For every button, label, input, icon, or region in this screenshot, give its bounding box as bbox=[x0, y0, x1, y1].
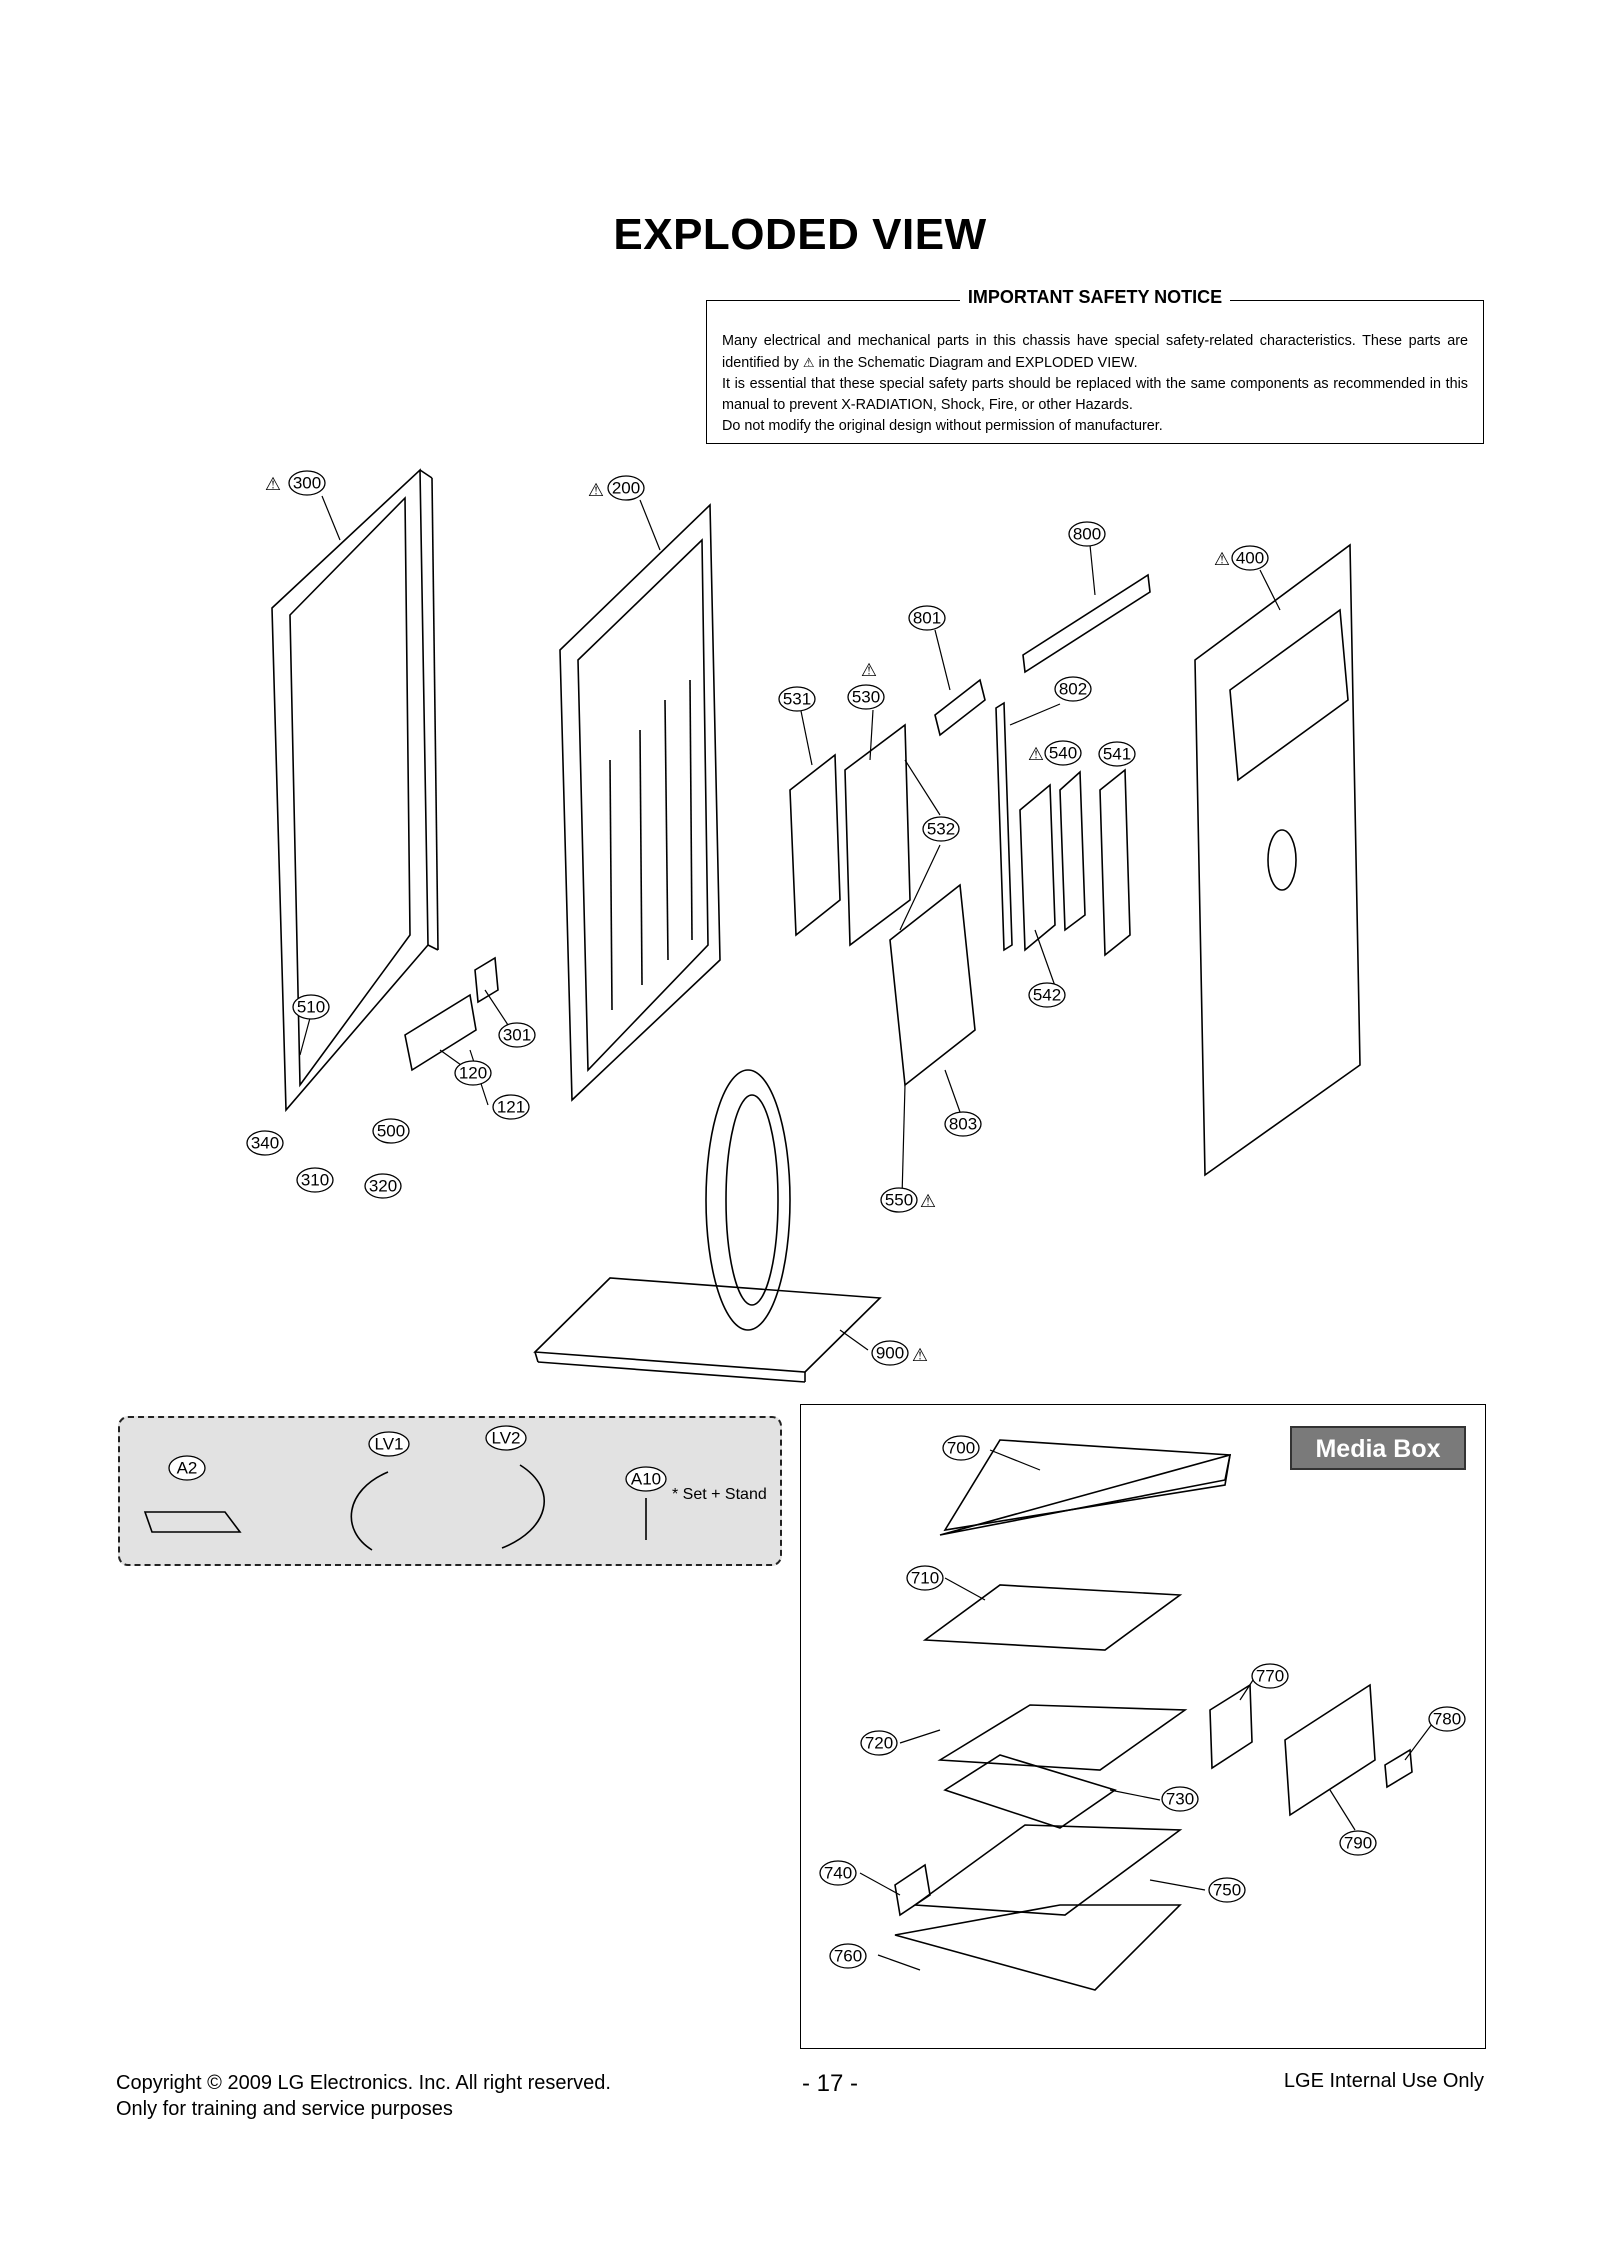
callout-542-text: 542 bbox=[1033, 986, 1061, 1005]
board-531-drawing bbox=[789, 753, 841, 937]
board-301-drawing bbox=[474, 956, 499, 1004]
callout-120-text: 120 bbox=[459, 1064, 487, 1083]
part-801-drawing bbox=[934, 678, 986, 737]
media-box-panel bbox=[800, 1404, 1486, 2049]
notice-line1-tail: in the Schematic Diagram and EXPLODED VI… bbox=[818, 355, 1138, 371]
warning-icon: ⚠ bbox=[588, 480, 604, 500]
callout-801-text: 801 bbox=[913, 609, 941, 628]
callout-532-text: 532 bbox=[927, 820, 955, 839]
accessory-panel bbox=[118, 1416, 782, 1566]
callout-500-text: 500 bbox=[377, 1122, 405, 1141]
warning-icon: ⚠ bbox=[1028, 744, 1044, 764]
warning-icon: ⚠ bbox=[265, 474, 281, 494]
notice-line2: It is essential that these special safet… bbox=[722, 376, 1468, 413]
warning-icon: ⚠ bbox=[920, 1191, 936, 1211]
callout-531: 531 bbox=[778, 686, 816, 712]
bracket-800-drawing bbox=[1022, 573, 1151, 674]
stand-900-drawing bbox=[533, 1069, 882, 1383]
callout-800: 800 bbox=[1068, 521, 1106, 547]
callout-121: 121 bbox=[492, 1094, 530, 1120]
callout-900: 900 bbox=[871, 1340, 909, 1366]
callout-802-text: 802 bbox=[1059, 680, 1087, 699]
callout-803: 803 bbox=[944, 1111, 982, 1137]
safety-warning-marks: ⚠ ⚠ ⚠ ⚠ ⚠ ⚠ ⚠ bbox=[265, 474, 1230, 1365]
warning-icon: ⚠ bbox=[861, 660, 877, 680]
notice-line3: Do not modify the original design withou… bbox=[722, 418, 1163, 434]
callout-200: 200 bbox=[607, 475, 645, 501]
callout-510-text: 510 bbox=[297, 998, 325, 1017]
callout-301: 301 bbox=[498, 1022, 536, 1048]
part-802-drawing bbox=[995, 701, 1013, 952]
notice-line1: Many electrical and mechanical parts in … bbox=[722, 333, 1468, 371]
callout-530: 530 bbox=[847, 684, 885, 710]
part-540b-drawing bbox=[1059, 770, 1086, 932]
safety-notice-body: Many electrical and mechanical parts in … bbox=[722, 331, 1468, 437]
callout-120: 120 bbox=[454, 1060, 492, 1086]
callout-550-text: 550 bbox=[885, 1191, 913, 1210]
footer-training-note: Only for training and service purposes bbox=[116, 2098, 453, 2120]
copyright-year: 2009 bbox=[227, 2072, 272, 2094]
callout-301-text: 301 bbox=[503, 1026, 531, 1045]
stand-bracket-803-drawing bbox=[889, 883, 976, 1087]
callout-310-text: 310 bbox=[301, 1171, 329, 1190]
callout-532: 532 bbox=[922, 816, 960, 842]
callout-500: 500 bbox=[372, 1118, 410, 1144]
callout-803-text: 803 bbox=[949, 1115, 977, 1134]
back-cover-drawing bbox=[1194, 543, 1361, 1177]
media-box-label: Media Box bbox=[1290, 1426, 1466, 1470]
callout-541: 541 bbox=[1098, 741, 1136, 767]
callout-320: 320 bbox=[364, 1173, 402, 1199]
callout-550: 550 bbox=[880, 1187, 918, 1213]
chassis-frame-drawing bbox=[559, 503, 721, 1102]
board-540-drawing bbox=[1019, 783, 1056, 952]
callout-800-text: 800 bbox=[1073, 525, 1101, 544]
callout-530-text: 530 bbox=[852, 688, 880, 707]
set-stand-note: * Set + Stand bbox=[672, 1486, 767, 1503]
callout-540: 540 bbox=[1044, 740, 1082, 766]
callout-300-text: 300 bbox=[293, 474, 321, 493]
warning-icon: ⚠ bbox=[912, 1345, 928, 1365]
callout-542: 542 bbox=[1028, 982, 1066, 1008]
callout-510: 510 bbox=[292, 994, 330, 1020]
copyright-prefix: Copyright © bbox=[116, 2072, 222, 2094]
callout-200-text: 200 bbox=[612, 479, 640, 498]
callout-340: 340 bbox=[246, 1130, 284, 1156]
callout-300: 300 bbox=[288, 470, 326, 496]
copyright-rest: LG Electronics. Inc. All right reserved. bbox=[277, 2072, 611, 2094]
safety-notice-heading: IMPORTANT SAFETY NOTICE bbox=[959, 287, 1231, 307]
warning-icon: ⚠ bbox=[802, 355, 815, 370]
callout-400: 400 bbox=[1231, 545, 1269, 571]
callout-531-text: 531 bbox=[783, 690, 811, 709]
page-number: - 17 - bbox=[801, 2070, 858, 2097]
callout-541-text: 541 bbox=[1103, 745, 1131, 764]
footer-copyright: Copyright © 2009 LG Electronics. Inc. Al… bbox=[116, 2070, 611, 2122]
callout-802: 802 bbox=[1054, 676, 1092, 702]
callout-320-text: 320 bbox=[369, 1177, 397, 1196]
warning-icon: ⚠ bbox=[1214, 549, 1230, 569]
board-530-drawing bbox=[844, 723, 911, 947]
callout-801: 801 bbox=[908, 605, 946, 631]
callout-340-text: 340 bbox=[251, 1134, 279, 1153]
callout-310: 310 bbox=[296, 1167, 334, 1193]
shield-541-drawing bbox=[1099, 768, 1131, 957]
callout-540-text: 540 bbox=[1049, 744, 1077, 763]
board-120-drawing bbox=[404, 993, 477, 1072]
safety-notice-box: IMPORTANT SAFETY NOTICE Many electrical … bbox=[706, 287, 1484, 444]
callout-121-text: 121 bbox=[497, 1098, 525, 1117]
footer-internal: LGE Internal Use Only bbox=[1283, 2070, 1484, 2092]
callout-400-text: 400 bbox=[1236, 549, 1264, 568]
page-title: EXPLODED VIEW bbox=[613, 210, 987, 259]
front-cabinet-drawing bbox=[271, 468, 439, 1113]
callout-900-text: 900 bbox=[876, 1344, 904, 1363]
